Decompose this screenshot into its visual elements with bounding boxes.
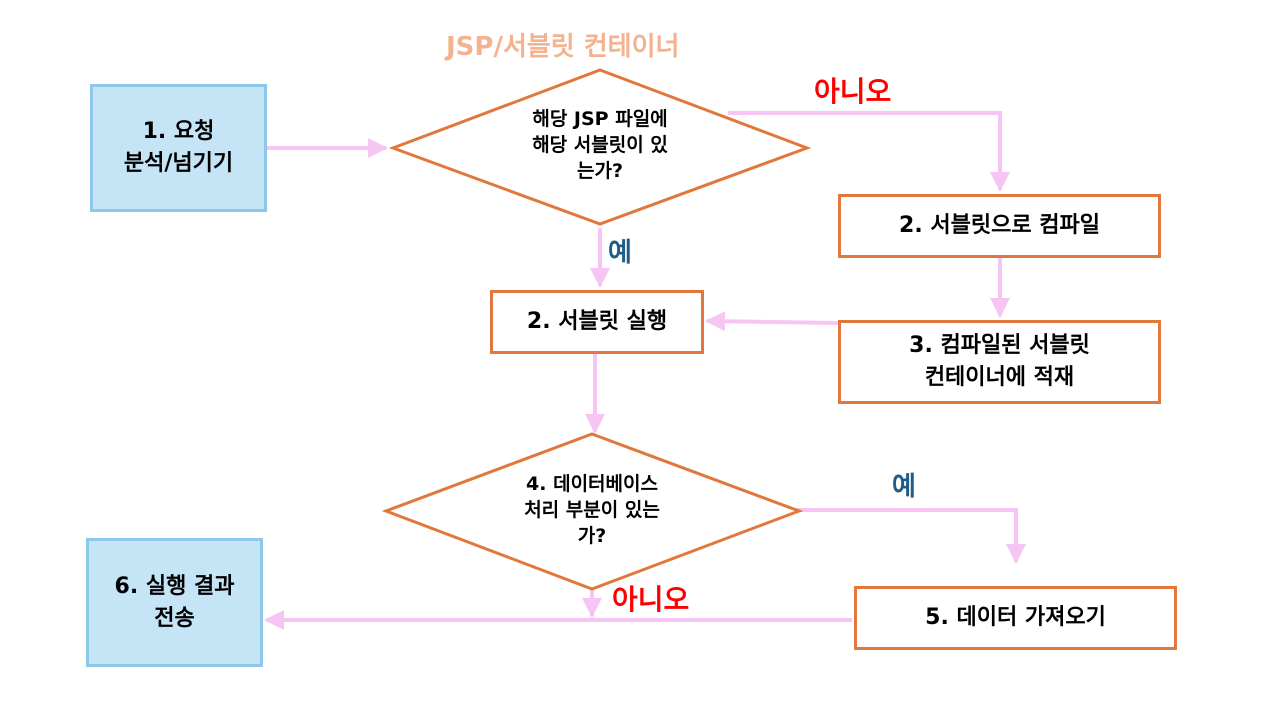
container-title: JSP/서블릿 컨테이너 [446, 32, 680, 62]
decision-servlet-label: 해당 JSP 파일에 해당 서블릿이 있 는가? [532, 108, 668, 182]
node-fetch: 5. 데이터 가져오기 [854, 586, 1177, 650]
label-yes-right: 예 [892, 472, 916, 502]
decision-servlet-shape [388, 68, 812, 226]
node-result: 6. 실행 결과 전송 [86, 538, 263, 667]
arrow-decision-to-compile [728, 111, 1010, 192]
node-load: 3. 컴파일된 서블릿 컨테이너에 적재 [838, 320, 1161, 404]
label-no-top: 아니오 [814, 75, 892, 108]
arrow-load-to-execute [705, 311, 839, 332]
node-execute: 2. 서블릿 실행 [490, 290, 704, 354]
arrow-db-decision-to-fetch [795, 508, 1026, 564]
decision-db-shape [381, 432, 804, 591]
label-no-bottom: 아니오 [612, 583, 690, 616]
decision-db-label: 4. 데이터베이스 처리 부분이 있는 가? [524, 473, 660, 547]
node-compile: 2. 서블릿으로 컴파일 [838, 194, 1161, 258]
label-yes-top: 예 [608, 238, 632, 268]
node-request: 1. 요청 분석/넘기기 [90, 84, 267, 212]
